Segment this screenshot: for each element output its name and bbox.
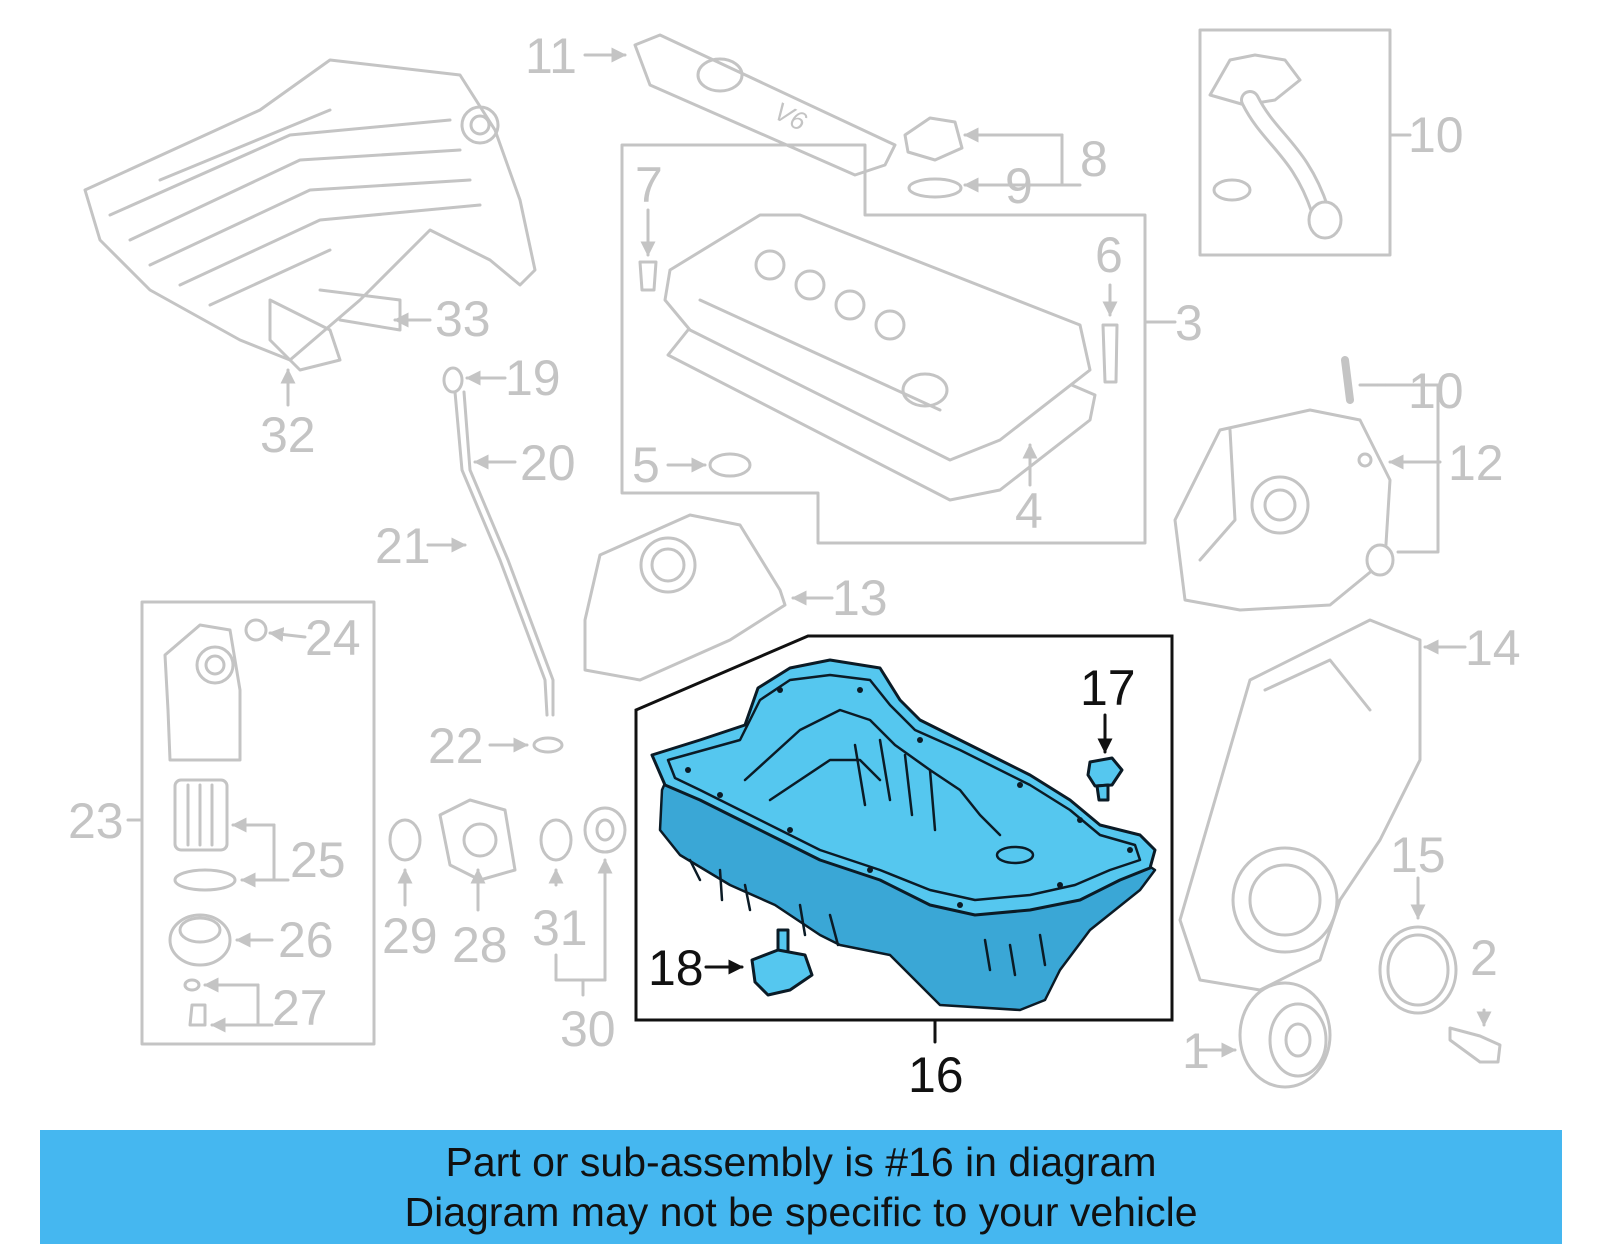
callout-17: 17 <box>1080 660 1136 716</box>
callout-10-mid: 10 <box>1408 363 1464 419</box>
spark-plug-seal[interactable] <box>708 452 752 478</box>
filter-gasket[interactable] <box>173 868 237 892</box>
drain-seal[interactable] <box>183 978 201 992</box>
o-ring-24[interactable] <box>244 618 268 642</box>
callout-16: 16 <box>908 1047 964 1103</box>
callout-3: 3 <box>1175 295 1203 351</box>
callout-7: 7 <box>635 157 663 213</box>
valve-cover[interactable] <box>663 213 1097 502</box>
banner-line-2: Diagram may not be specific to your vehi… <box>404 1189 1198 1235</box>
callout-9: 9 <box>1005 158 1033 214</box>
intake-manifold[interactable] <box>83 58 537 372</box>
callout-20: 20 <box>520 435 576 491</box>
callout-33: 33 <box>435 291 491 347</box>
callout-23: 23 <box>68 793 124 849</box>
callout-32: 32 <box>260 407 316 463</box>
callout-30: 30 <box>560 1001 616 1057</box>
oil-filter-element[interactable] <box>173 778 229 852</box>
callout-27: 27 <box>272 980 328 1036</box>
oil-pan-box <box>634 634 1174 1022</box>
oil-level-sensor[interactable] <box>750 928 814 997</box>
callout-4: 4 <box>1015 483 1043 539</box>
callout-12: 12 <box>1448 435 1504 491</box>
callout-8: 8 <box>1080 131 1108 187</box>
info-banner: Part or sub-assembly is #16 in diagram D… <box>40 1130 1562 1244</box>
guide-pin[interactable] <box>1341 356 1354 404</box>
filter-cap[interactable] <box>168 913 232 967</box>
breather-hose-box <box>1198 28 1392 257</box>
callout-31: 31 <box>532 900 588 956</box>
oil-filler-cap[interactable] <box>903 116 964 199</box>
banner-line-1: Part or sub-assembly is #16 in diagram <box>445 1139 1157 1185</box>
oil-filter-housing[interactable] <box>163 623 242 762</box>
pulley-bolt[interactable] <box>1448 1026 1502 1064</box>
plug-30[interactable] <box>583 806 627 854</box>
oil-drain-plug[interactable] <box>1086 756 1124 802</box>
callout-1: 1 <box>1182 1023 1210 1079</box>
timing-cover-upper[interactable] <box>1173 408 1392 612</box>
callout-10-top: 10 <box>1408 107 1464 163</box>
timing-cover-lower[interactable] <box>1178 618 1422 992</box>
callout-14: 14 <box>1465 620 1521 676</box>
callout-5: 5 <box>632 437 660 493</box>
callout-28: 28 <box>452 917 508 973</box>
callout-26: 26 <box>278 912 334 968</box>
callout-15: 15 <box>1390 827 1446 883</box>
callout-6: 6 <box>1095 227 1123 283</box>
callout-29: 29 <box>382 908 438 964</box>
oil-filter-box <box>140 600 376 1046</box>
valve-cover-box <box>620 143 1147 545</box>
crankshaft-pulley[interactable] <box>1238 981 1332 1089</box>
dipstick[interactable] <box>442 366 564 754</box>
rear-seal-housing[interactable] <box>583 513 787 682</box>
callout-21: 21 <box>375 518 431 574</box>
callout-2: 2 <box>1470 930 1498 986</box>
crankshaft-seal[interactable] <box>1378 925 1458 1015</box>
callout-11: 11 <box>525 28 577 84</box>
engine-cover[interactable]: V6 <box>633 33 897 177</box>
drain-plug[interactable] <box>188 1003 207 1027</box>
breather-hose[interactable] <box>1208 53 1343 240</box>
callout-13: 13 <box>832 570 888 626</box>
seal-31[interactable] <box>539 818 573 862</box>
callout-24: 24 <box>305 610 361 666</box>
seal-29[interactable] <box>388 818 422 862</box>
callout-25: 25 <box>290 832 346 888</box>
callout-19: 19 <box>505 350 561 406</box>
callout-22: 22 <box>428 718 484 774</box>
oil-pressure-valve[interactable] <box>438 798 517 882</box>
callout-18: 18 <box>648 940 704 996</box>
oil-pan[interactable] <box>650 658 1157 1012</box>
camshaft-seal[interactable] <box>1365 543 1395 577</box>
